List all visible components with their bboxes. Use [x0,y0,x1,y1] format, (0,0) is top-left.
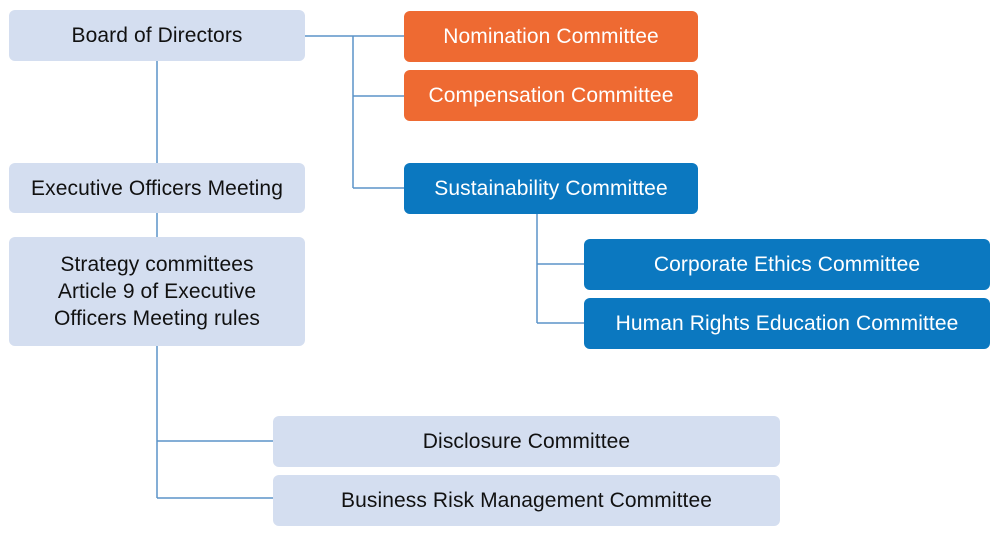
board-of-directors-label: Board of Directors [71,24,243,47]
human-rights-education-committee-label: Human Rights Education Committee [615,312,959,335]
strategy-committees-line-1: Strategy committees [60,253,254,276]
strategy-committees-line-3: Officers Meeting rules [53,307,261,330]
board-of-directors-box: Board of Directors [9,10,305,61]
disclosure-committee-box: Disclosure Committee [273,416,780,467]
executive-officers-meeting-box: Executive Officers Meeting [9,163,305,213]
executive-officers-meeting-label: Executive Officers Meeting [31,176,283,200]
corporate-ethics-committee-box: Corporate Ethics Committee [584,239,990,290]
business-risk-management-committee-label: Business Risk Management Committee [340,489,713,512]
sustainability-committee-box: Sustainability Committee [404,163,698,214]
sustainability-committee-label: Sustainability Committee [434,177,668,200]
corporate-ethics-committee-label: Corporate Ethics Committee [653,253,921,276]
disclosure-committee-label: Disclosure Committee [422,430,631,453]
strategy-committees-box: Strategy committees Article 9 of Executi… [9,237,305,346]
business-risk-management-committee-box: Business Risk Management Committee [273,475,780,526]
compensation-committee-box: Compensation Committee [404,70,698,121]
human-rights-education-committee-box: Human Rights Education Committee [584,298,990,349]
compensation-committee-label: Compensation Committee [428,84,674,107]
nomination-committee-box: Nomination Committee [404,11,698,62]
nomination-committee-label: Nomination Committee [443,25,659,48]
strategy-committees-line-2: Article 9 of Executive [57,280,257,303]
